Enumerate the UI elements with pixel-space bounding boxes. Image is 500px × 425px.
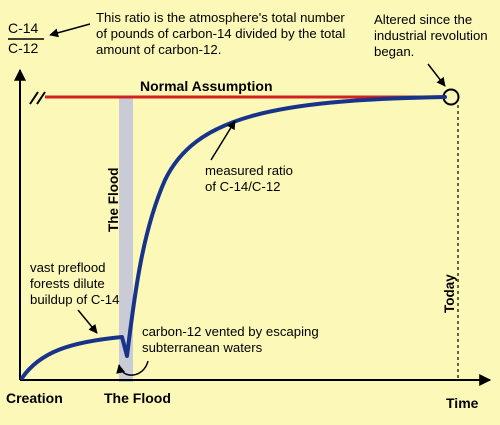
vented-note-arrow	[116, 360, 149, 376]
measured-ratio-note: measured ratio of C-14/C-12	[205, 163, 297, 194]
ratio-note-arrow	[49, 23, 91, 38]
x-label-creation: Creation	[6, 390, 63, 406]
normal-assumption-label: Normal Assumption	[140, 78, 273, 94]
preflood-note-arrow	[77, 309, 98, 334]
flood-vertical-label: The Flood	[106, 168, 121, 233]
altered-note-arrow	[427, 63, 446, 87]
vented-note: carbon-12 vented by escaping subterranea…	[142, 324, 322, 355]
measured-ratio-curve	[20, 95, 447, 380]
axis-break	[29, 91, 46, 105]
ratio-note: This ratio is the atmosphere's total num…	[96, 10, 349, 57]
today-vertical-label: Today	[442, 274, 457, 313]
flood-band	[119, 97, 133, 382]
measured-note-arrow	[210, 120, 236, 161]
ratio-numerator: C-14	[8, 20, 39, 36]
preflood-note: vast preflood forests dilute buildup of …	[30, 260, 119, 307]
x-label-flood: The Flood	[104, 390, 171, 406]
ratio-denominator: C-12	[8, 40, 39, 56]
x-label-time: Time	[446, 395, 479, 411]
altered-note: Altered since the industrial revolution …	[374, 12, 491, 59]
